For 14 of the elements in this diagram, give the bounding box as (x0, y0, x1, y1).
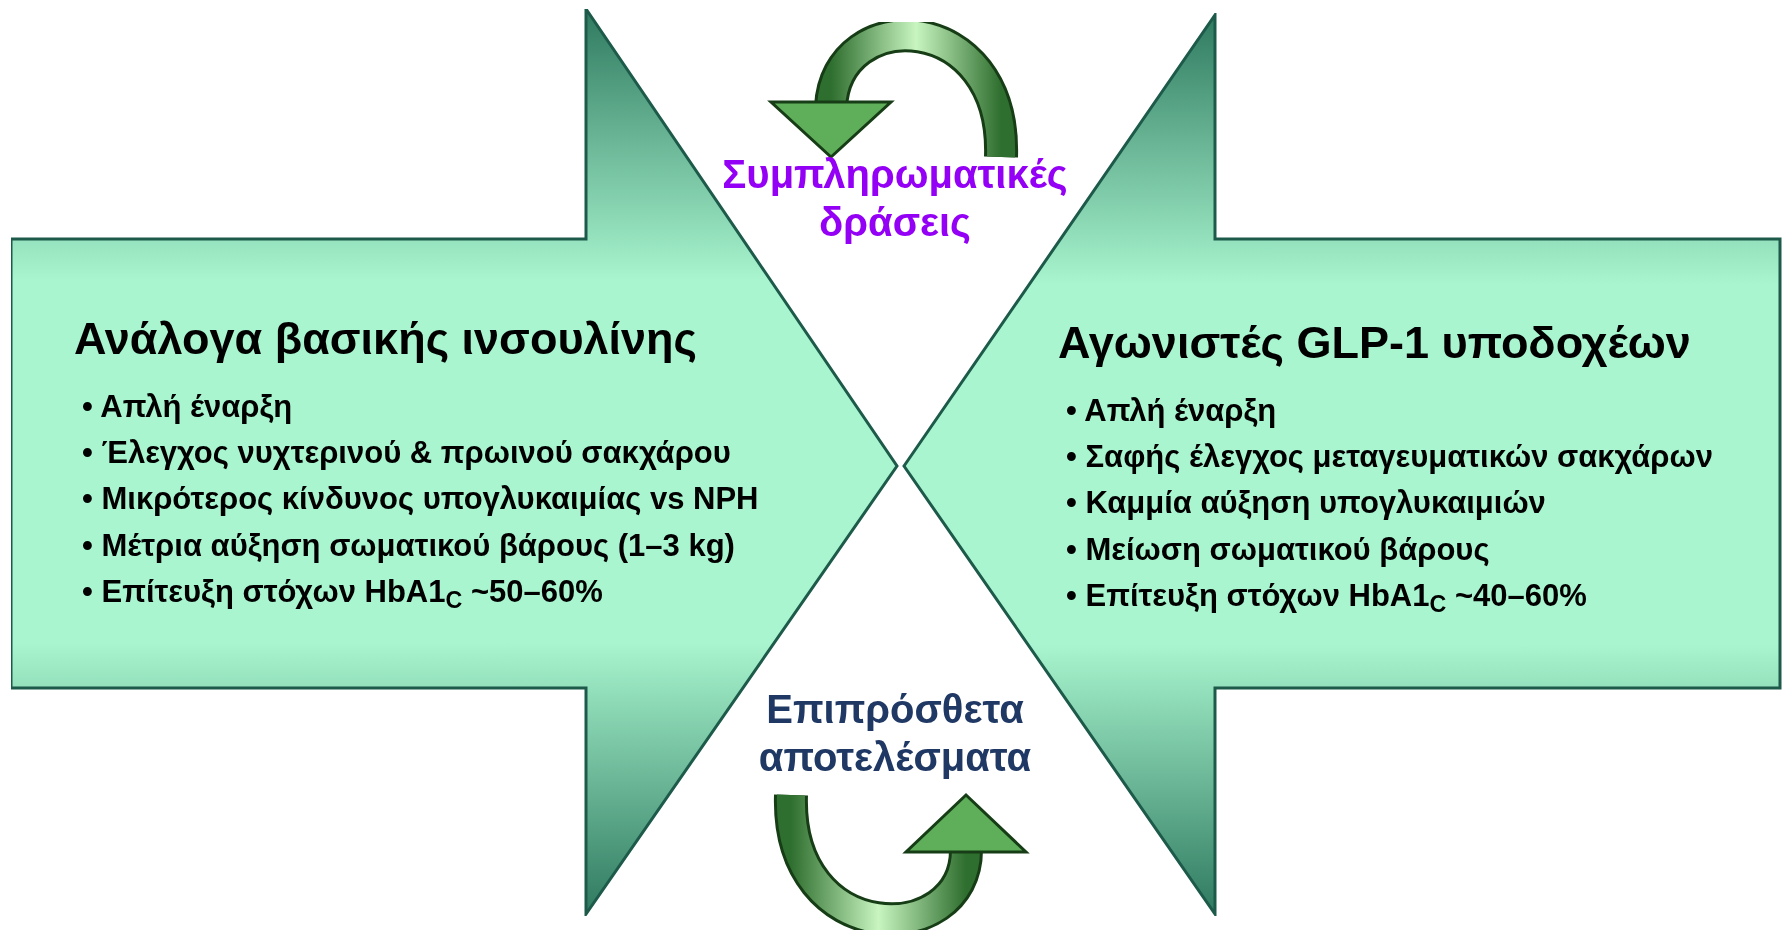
heading: Αγωνιστές GLP-1 υποδοχέων (1058, 316, 1692, 370)
caption-label: Συμπληρωματικές δράσεις (721, 151, 1069, 246)
bullet-text: • Επίτευξη στόχων HbA1$_{C}$ ~40–60% (1066, 576, 1588, 614)
caption-label: Επιπρόσθετα αποτελέσματα (757, 686, 1033, 781)
bullet-text: • Μέτρια αύξηση σωματικού βάρους (1–3 kg) (82, 526, 736, 564)
bullet-text: • Απλή έναρξη (82, 388, 294, 426)
bullet-text: • Καμμία αύξηση υπογλυκαιμιών (1066, 484, 1547, 522)
bullet-text: • Μείωση σωματικού βάρους (1066, 530, 1491, 568)
heading: Ανάλογα βασικής ινσουλίνης (74, 312, 698, 366)
bullet-text: • Απλή έναρξη (1066, 392, 1278, 430)
bullet-text: • Έλεγχος νυχτερινού & πρωινού σακχάρου (82, 434, 732, 472)
bullet-text: • Σαφής έλεγχος μεταγευματικών σακχάρων (1066, 438, 1713, 476)
bullet-text: • Επίτευξη στόχων HbA1$_{C}$ ~50–60% (82, 572, 604, 610)
bullet-text: • Μικρότερος κίνδυνος υπογλυκαιμίας vs NPH (82, 480, 759, 518)
